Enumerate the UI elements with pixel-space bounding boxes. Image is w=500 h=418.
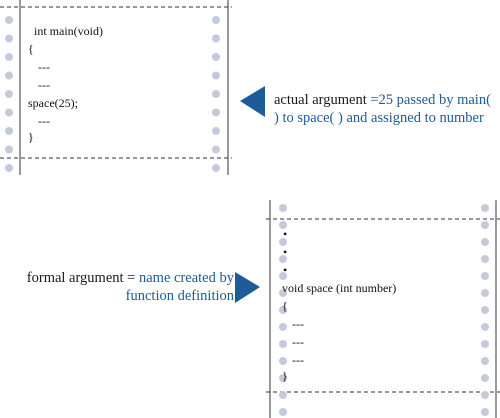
top-code-line-6: --- [38, 114, 50, 128]
circle-hole-icon [212, 127, 220, 135]
top-sheet-perforations [5, 16, 220, 172]
circle-hole-icon [481, 391, 489, 399]
circle-hole-icon [481, 306, 489, 314]
formal-argument-description: name created by function definition [125, 270, 234, 304]
circle-hole-icon [279, 357, 287, 365]
circle-hole-icon [279, 374, 287, 382]
circle-hole-icon [5, 127, 13, 135]
bottom-code-line-8: --- [292, 353, 304, 367]
bottom-code-line-9: } [282, 369, 288, 383]
bottom-sheet-perforations [279, 204, 489, 416]
circle-hole-icon [481, 408, 489, 416]
circle-hole-icon [279, 340, 287, 348]
circle-hole-icon [212, 164, 220, 172]
circle-hole-icon [481, 255, 489, 263]
top-code-line-7: } [28, 130, 34, 144]
circle-hole-icon [5, 108, 13, 117]
circle-hole-icon [481, 357, 489, 365]
circle-hole-icon [481, 289, 489, 297]
bottom-sheet [266, 200, 500, 418]
circle-hole-icon [212, 16, 220, 24]
formal-argument-note: formal argument = name created by functi… [20, 269, 234, 305]
circle-hole-icon [481, 272, 489, 280]
circle-hole-icon [212, 145, 220, 154]
bottom-code-line-7: --- [292, 335, 304, 349]
circle-hole-icon [481, 323, 489, 331]
circle-hole-icon [279, 272, 287, 280]
circle-hole-icon [5, 145, 13, 154]
circle-hole-icon [5, 53, 13, 61]
circle-hole-icon [5, 71, 13, 80]
formal-argument-label: formal argument = [26, 270, 139, 286]
circle-hole-icon [279, 221, 287, 229]
circle-hole-icon [481, 204, 489, 212]
top-code-line-2: { [28, 42, 34, 56]
circle-hole-icon [279, 238, 287, 246]
actual-argument-label: actual argument [274, 92, 371, 108]
circle-hole-icon [212, 53, 220, 61]
top-code-line-3: --- [38, 60, 50, 74]
circle-hole-icon [212, 90, 220, 98]
circle-hole-icon [279, 289, 287, 297]
circle-hole-icon [5, 34, 13, 43]
bottom-code-line-5: { [282, 299, 288, 313]
circle-hole-icon [481, 340, 489, 348]
bottom-code-bullet-1: • [283, 227, 288, 241]
circle-hole-icon [212, 71, 220, 80]
top-code-line-5: space(25); [28, 96, 78, 110]
circle-hole-icon [279, 323, 287, 331]
top-code-line-1: int main(void) [34, 24, 103, 38]
bottom-code-bullet-2: • [283, 245, 288, 259]
bottom-code-bullet-3: • [283, 263, 288, 277]
circle-hole-icon [481, 221, 489, 229]
bottom-code-line-4: void space (int number) [282, 281, 397, 295]
circle-hole-icon [481, 238, 489, 246]
actual-argument-note: actual argument =25 passed by main( ) to… [274, 91, 494, 127]
circle-hole-icon [212, 34, 220, 43]
circle-hole-icon [279, 255, 287, 263]
circle-hole-icon [481, 374, 489, 382]
circle-hole-icon [279, 204, 287, 212]
circle-hole-icon [5, 90, 13, 98]
actual-argument-description: =25 passed by main( ) to space( ) and as… [274, 92, 491, 126]
top-sheet [0, 0, 232, 175]
top-code-line-4: --- [38, 78, 50, 92]
triangle-right-icon [235, 272, 260, 303]
circle-hole-icon [5, 16, 13, 24]
circle-hole-icon [279, 306, 287, 314]
bottom-code-line-6: --- [292, 317, 304, 331]
circle-hole-icon [279, 408, 287, 416]
circle-hole-icon [212, 108, 220, 117]
triangle-left-icon [240, 86, 265, 117]
circle-hole-icon [279, 391, 287, 399]
circle-hole-icon [5, 164, 13, 172]
